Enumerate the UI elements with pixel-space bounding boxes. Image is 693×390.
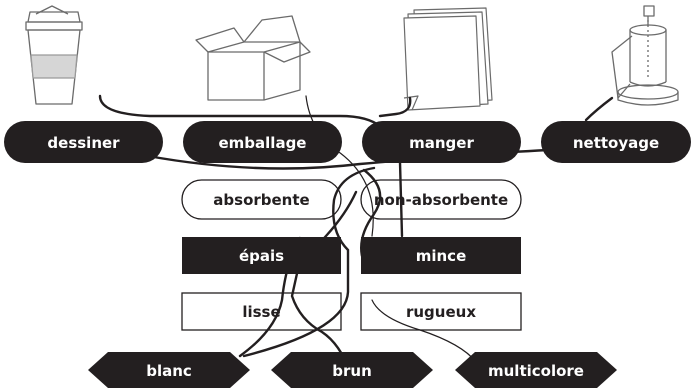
texture-label-lisse: lisse <box>242 303 280 321</box>
thickness-node-mince: mince <box>361 237 521 274</box>
thickness-node-epais: épais <box>182 237 341 274</box>
absorbency-label-absorbente: absorbente <box>213 191 309 209</box>
coffee-cup-icon <box>25 5 83 105</box>
thickness-label-mince: mince <box>416 247 467 265</box>
paper-towel-roll-icon <box>611 5 679 106</box>
use-node-dessiner: dessiner <box>4 121 163 163</box>
color-node-multicolore: multicolore <box>455 352 617 388</box>
use-label-dessiner: dessiner <box>47 134 120 152</box>
cardboard-box-icon <box>195 15 311 101</box>
texture-label-rugueux: rugueux <box>406 303 476 321</box>
texture-node-lisse: lisse <box>181 292 342 331</box>
use-node-manger: manger <box>362 121 521 163</box>
texture-node-rugueux: rugueux <box>360 292 522 331</box>
use-label-manger: manger <box>409 134 474 152</box>
connector-lines <box>98 94 614 374</box>
use-node-emballage: emballage <box>183 121 342 163</box>
color-label-brun: brun <box>332 362 372 380</box>
color-node-brun: brun <box>271 352 433 388</box>
use-node-nettoyage: nettoyage <box>541 121 691 163</box>
thickness-label-epais: épais <box>239 247 284 265</box>
absorbency-node-absorbente: absorbente <box>181 179 342 220</box>
color-label-multicolore: multicolore <box>488 362 584 380</box>
use-label-emballage: emballage <box>219 134 307 152</box>
paper-sheets-icon <box>403 7 493 111</box>
absorbency-node-non-absorbente: non-absorbente <box>360 179 522 220</box>
absorbency-label-non-absorbente: non-absorbente <box>374 191 508 209</box>
color-node-blanc: blanc <box>88 352 250 388</box>
color-label-blanc: blanc <box>146 362 192 380</box>
use-label-nettoyage: nettoyage <box>573 134 659 152</box>
